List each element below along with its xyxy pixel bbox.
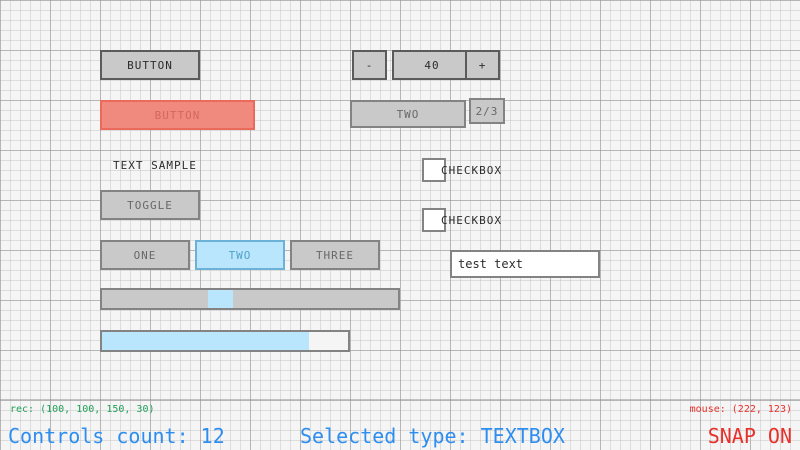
- spinner-decrement-button[interactable]: -: [352, 50, 387, 80]
- button-normal[interactable]: BUTTON: [100, 50, 200, 80]
- spinner-increment-label: +: [478, 58, 487, 72]
- checkbox-one-label-text: CHECKBOX: [441, 163, 502, 177]
- dropdown-page-indicator[interactable]: 2/3: [469, 98, 505, 124]
- slider-handle[interactable]: [208, 290, 233, 308]
- toggle-group-option-two-label: TWO: [228, 248, 252, 262]
- text-sample-label: TEXT SAMPLE: [113, 155, 253, 175]
- toggle-group-option-three[interactable]: THREE: [290, 240, 380, 270]
- dropdown-box[interactable]: TWO: [350, 100, 466, 128]
- toggle-group-option-one-label: ONE: [133, 248, 157, 262]
- text-sample-label-text: TEXT SAMPLE: [113, 158, 197, 172]
- status-divider: [0, 399, 800, 400]
- checkbox-two[interactable]: [422, 208, 446, 232]
- status-mouse-position: mouse: (222, 123): [689, 404, 792, 415]
- textbox[interactable]: test text: [450, 250, 600, 278]
- status-rec: rec: (100, 100, 150, 30): [10, 404, 155, 415]
- button-pressed[interactable]: BUTTON: [100, 100, 255, 130]
- toggle-group-option-one[interactable]: ONE: [100, 240, 190, 270]
- status-selected-type: Selected type: TEXTBOX: [300, 424, 565, 448]
- slider[interactable]: [100, 288, 400, 310]
- textbox-value: test text: [458, 257, 524, 271]
- spinner-value-field[interactable]: 40: [392, 50, 472, 80]
- spinner-value: 40: [424, 58, 440, 72]
- spinner-decrement-label: -: [365, 58, 374, 72]
- toggle-button-label: TOGGLE: [127, 198, 173, 212]
- checkbox-two-label: CHECKBOX: [441, 210, 551, 230]
- dropdown-page-indicator-label: 2/3: [475, 104, 499, 118]
- button-pressed-label: BUTTON: [154, 108, 201, 122]
- checkbox-one[interactable]: [422, 158, 446, 182]
- toggle-group-option-two[interactable]: TWO: [195, 240, 285, 270]
- status-snap-mode: SNAP ON: [707, 424, 792, 448]
- checkbox-one-label: CHECKBOX: [441, 160, 551, 180]
- checkbox-two-label-text: CHECKBOX: [441, 213, 502, 227]
- button-normal-label: BUTTON: [127, 58, 173, 72]
- status-controls-count: Controls count: 12: [8, 424, 225, 448]
- dropdown-value: TWO: [396, 107, 420, 121]
- toggle-button[interactable]: TOGGLE: [100, 190, 200, 220]
- toggle-group-option-three-label: THREE: [315, 248, 355, 262]
- spinner-increment-button[interactable]: +: [465, 50, 500, 80]
- progress-bar-fill: [102, 332, 309, 350]
- progress-bar[interactable]: [100, 330, 350, 352]
